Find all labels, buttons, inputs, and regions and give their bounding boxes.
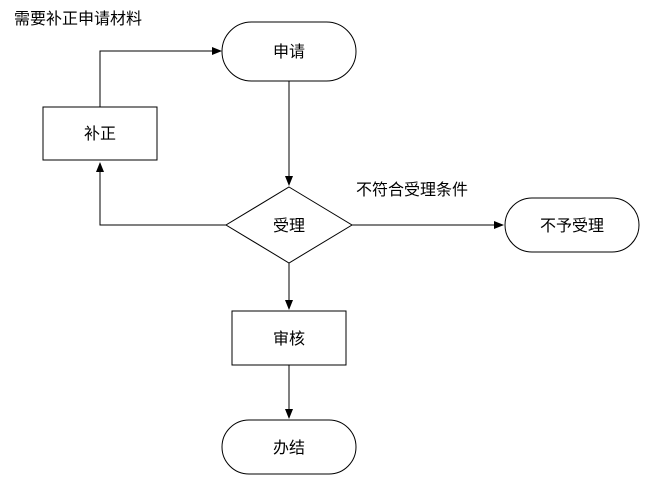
node-supplement: 补正 bbox=[42, 106, 158, 161]
node-apply-label: 申请 bbox=[273, 42, 305, 61]
node-supplement-label: 补正 bbox=[84, 124, 116, 143]
node-accept-shape bbox=[225, 186, 353, 264]
node-review: 审核 bbox=[231, 310, 347, 366]
node-supplement-shape bbox=[42, 106, 158, 161]
node-reject-label: 不予受理 bbox=[540, 216, 604, 235]
edge-label-not-eligible: 不符合受理条件 bbox=[356, 180, 468, 199]
node-apply-shape bbox=[221, 21, 357, 82]
node-reject-shape bbox=[504, 197, 640, 253]
node-review-shape bbox=[231, 310, 347, 366]
node-reject: 不予受理 bbox=[504, 197, 640, 253]
edge-accept-to-supplement bbox=[96, 162, 226, 226]
node-complete-shape bbox=[221, 419, 357, 475]
node-apply: 申请 bbox=[221, 21, 357, 82]
node-accept-label: 受理 bbox=[273, 216, 305, 235]
node-complete-label: 办结 bbox=[273, 438, 305, 457]
node-review-label: 审核 bbox=[273, 329, 305, 348]
edge-label-needs-supplement: 需要补正申请材料 bbox=[14, 9, 142, 28]
node-accept: 受理 bbox=[225, 186, 353, 264]
node-complete: 办结 bbox=[221, 419, 357, 475]
edges bbox=[96, 47, 504, 419]
edge-supplement-to-apply bbox=[99, 47, 222, 107]
